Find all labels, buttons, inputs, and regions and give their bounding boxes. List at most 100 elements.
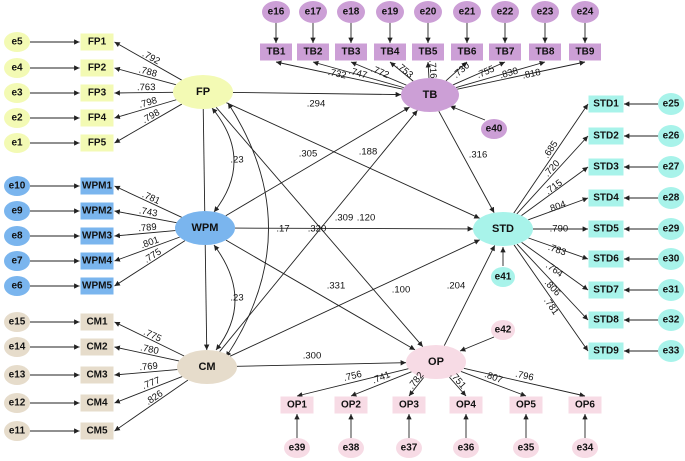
tb-item-tb7 [489,43,521,61]
tb-item-tb3-label: TB3 [342,47,361,58]
wpm-error-e7 [4,251,30,271]
path-cm-op-coef: .300 [303,351,322,362]
tb-item-tb3 [335,43,367,61]
tb-loading-arrow-2 [350,61,407,86]
path-fp-op-coef: .309 [335,213,354,224]
fp-item-fp5 [80,134,114,152]
fp-error-e1-label: e1 [11,138,23,149]
cm-loading-arrow-0 [114,321,185,357]
std-item-std7-label: STD7 [593,285,619,296]
tb-error-e22-label: e22 [497,7,514,18]
fp-item-fp4 [80,109,114,127]
op-error-e37 [396,438,422,458]
wpm-item-wpm2-label: WPM2 [82,206,112,217]
path-cm-std [229,239,481,357]
tb-loading-arrow-1 [312,60,404,89]
cm-item-cm3-label: CM3 [86,370,108,381]
std-error-e31-label: e31 [663,285,680,296]
op-item-op3 [392,396,426,414]
tb-item-tb7-label: TB7 [496,47,515,58]
latent-std [473,212,533,246]
op-disturbance-arrow [459,336,495,352]
op-loading-arrow-1 [350,371,412,397]
op-loading-0: .756 [342,369,363,384]
wpm-error-e10-label: e10 [9,181,26,192]
std-loading-4: .790 [550,224,569,235]
cm-item-cm2-label: CM2 [86,342,108,353]
fp-loading-3: .798 [138,95,159,111]
std-error-e26 [658,125,684,147]
std-item-std9 [588,342,624,360]
path-wpm-std [234,226,474,232]
latent-cm-label: CM [198,361,215,373]
latent-op-label: OP [428,356,444,368]
tb-item-tb5-label: TB5 [419,47,438,58]
path-cm-std-coef: .100 [392,285,411,296]
op-loading-arrow-4 [460,371,527,397]
wpm-loading-0: .781 [140,189,161,207]
std-error-e30 [658,248,684,270]
tb-item-tb8 [529,43,561,61]
cm-item-cm2 [80,338,114,356]
op-error-e35-label: e35 [518,443,535,454]
tb-error-e17 [299,1,327,23]
tb-item-tb2 [297,43,329,61]
op-error-e34 [572,438,598,458]
cm-item-cm1-label: CM1 [86,317,108,328]
tb-error-e23-label: e23 [537,7,554,18]
std-error-e33-label: e33 [663,346,680,357]
cm-error-e15 [4,312,30,332]
std-loading-arrow-5 [528,237,589,260]
tb-loading-8: .818 [521,67,541,82]
std-loading-arrow-6 [521,241,589,291]
tb-error-e18-label: e18 [343,7,360,18]
op-error-e39-label: e39 [289,443,306,454]
fp-loading-arrow-3 [114,99,177,120]
path-wpm-op-coef: .331 [327,281,346,292]
wpm-error-e7-label: e7 [11,256,23,267]
wpm-error-e8 [4,226,30,246]
std-loading-0: .685 [541,139,560,160]
op-item-op2 [334,396,368,414]
std-item-std5 [588,220,624,238]
cm-error-e12-label: e12 [9,398,26,409]
op-error-e35 [513,438,539,458]
tb-item-tb9-label: TB9 [576,47,595,58]
op-error-e39 [284,438,310,458]
std-error-e27 [658,156,684,178]
fp-loading-2: .763 [137,82,156,93]
fp-loading-arrow-4 [114,103,183,144]
wpm-loading-arrow-0 [114,185,182,218]
tb-loading-arrow-0 [275,60,403,90]
tb-error-e21 [453,1,481,23]
path-fp-cm-coef: .120 [357,213,376,224]
tb-error-e16-label: e16 [268,7,285,18]
op-item-op2-label: OP2 [341,400,361,411]
fp-error-e4 [4,58,30,78]
op-error-e37-label: e37 [401,443,418,454]
cm-error-e11-label: e11 [9,426,26,437]
cm-error-e15-label: e15 [9,317,26,328]
tb-loading-7: .838 [499,66,520,82]
op-error-e36-label: e36 [458,443,475,454]
wpm-loading-1: .743 [138,205,158,219]
tb-item-tb6 [451,43,483,61]
path-cm-op [236,360,407,367]
fp-error-e3-label: e3 [11,88,23,99]
latent-fp-label: FP [196,86,210,98]
path-cm-tb [219,110,418,352]
std-item-std6-label: STD6 [593,254,619,265]
path-lines [30,22,659,438]
wpm-item-wpm4-label: WPM4 [82,256,112,267]
std-error-e28-label: e28 [663,193,680,204]
fp-item-fp2 [80,59,114,77]
fp-loading-4: .798 [140,107,162,126]
tb-loading-arrow-4 [425,61,432,79]
std-error-e28 [658,187,684,209]
std-error-e29 [658,218,684,240]
latent-cm [177,350,237,384]
diagram-nodes: FP1e5FP2e4FP3e3FP4e2FP5e1WPM1e10WPM2e9WP… [4,1,684,458]
cm-loading-arrow-3 [114,376,183,404]
cov-wpm-cm [213,244,236,351]
std-item-std6 [588,250,624,268]
